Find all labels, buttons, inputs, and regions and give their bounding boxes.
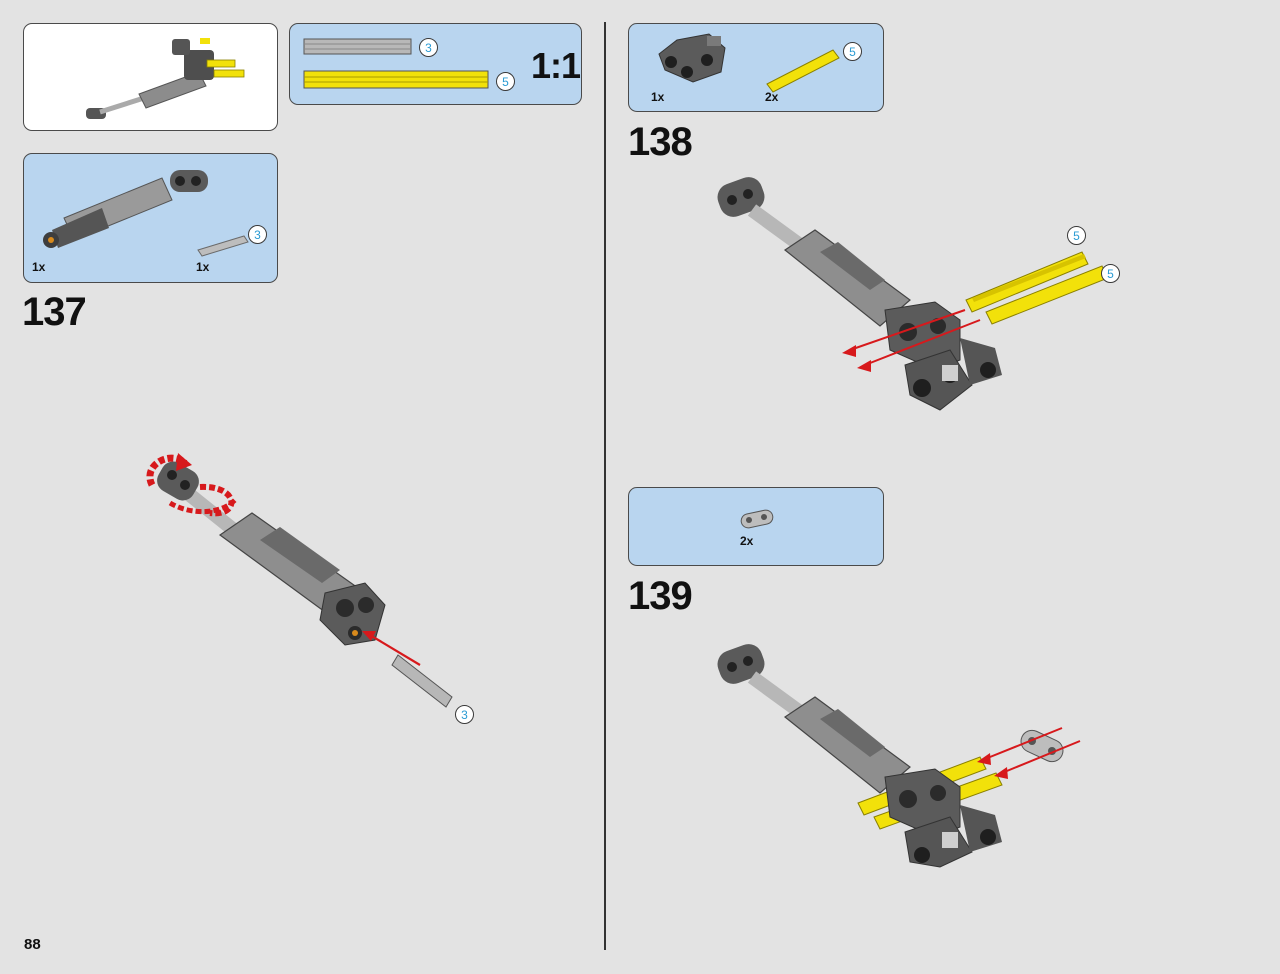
shock-absorber-icon (43, 170, 208, 248)
page-number: 88 (24, 936, 41, 953)
subassembly-shock-icon (86, 38, 245, 119)
step-137-part-qty-1: 1x (32, 260, 46, 274)
ruler-badge-3: 3 (419, 38, 438, 57)
step-138-axle-badge-1: 5 (1067, 226, 1086, 245)
step-138-axle-badge-2: 5 (1101, 264, 1120, 283)
column-divider (604, 22, 606, 950)
ruler-badge-5: 5 (496, 72, 515, 91)
step-139-part-qty-1: 2x (740, 534, 754, 548)
step-138-parts-box: 1x 5 2x (628, 23, 884, 112)
step-number-139: 139 (628, 574, 693, 618)
step-137-part-qty-2: 1x (196, 260, 210, 274)
step-138-part-badge: 5 (843, 42, 862, 61)
step-139-illustration (717, 644, 1081, 868)
step-138-part-qty-2: 2x (765, 90, 779, 104)
ruler-box: 3 5 1:1 (289, 23, 582, 105)
subassembly-preview-box (23, 23, 278, 131)
axle-3-ruler (303, 38, 412, 55)
liftarm-part-icon (740, 509, 774, 529)
axle-5-part-icon (766, 49, 840, 93)
scale-label: 1:1 (531, 45, 581, 86)
step-139-parts-box: 2x (628, 487, 884, 566)
step-138-part-qty-1: 1x (651, 90, 665, 104)
step-number-138: 138 (628, 120, 693, 164)
axle-5-ruler (303, 70, 489, 89)
step-number-137: 137 (22, 290, 87, 334)
step-137-part-badge: 3 (248, 225, 267, 244)
step-137-illustration (146, 453, 453, 708)
step-137-parts-box: 1x 3 1x (23, 153, 278, 283)
step-137-axle-badge: 3 (455, 705, 474, 724)
step-138-illustration (717, 177, 1109, 411)
connector-part-icon (658, 33, 726, 83)
axle-3-part-icon (197, 235, 249, 257)
